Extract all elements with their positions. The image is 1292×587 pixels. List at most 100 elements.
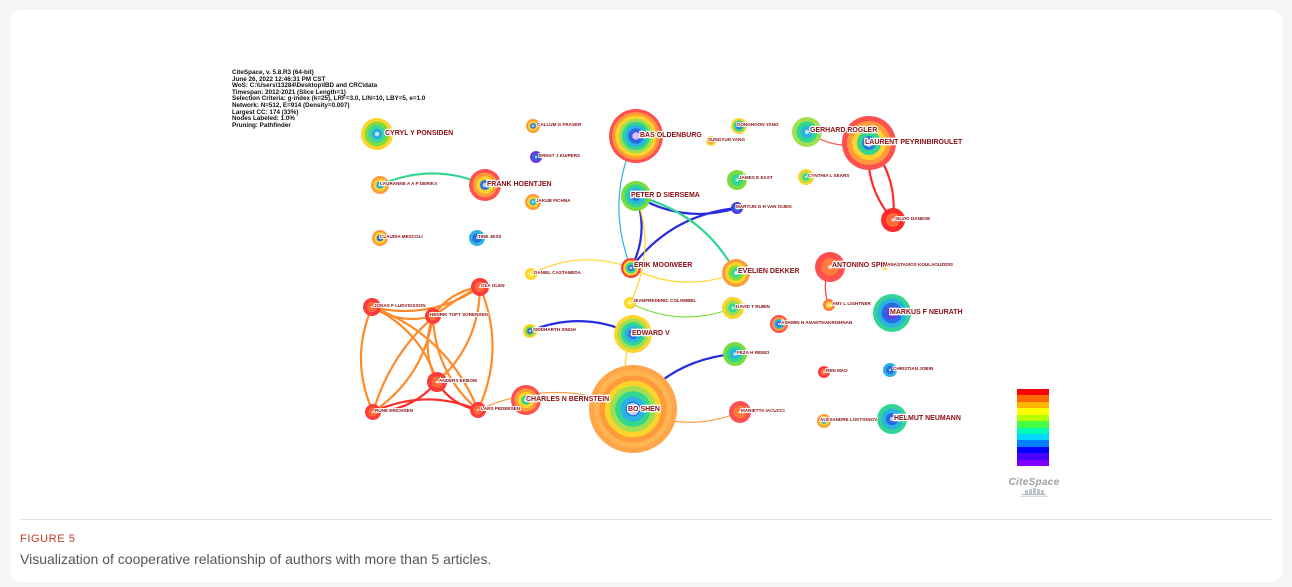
author-node[interactable] — [589, 365, 677, 453]
author-label: FEZA H REMZI — [737, 350, 769, 355]
coauthor-edge — [630, 206, 738, 269]
node-core — [734, 271, 738, 275]
author-node[interactable] — [792, 117, 822, 147]
node-core — [737, 124, 741, 128]
author-label: SUNGYUN YANG — [708, 137, 745, 142]
node-core — [531, 200, 535, 204]
coauthor-edge — [431, 315, 479, 411]
author-node[interactable] — [881, 208, 905, 232]
author-label: MARKUS F NEURATH — [890, 309, 963, 316]
author-node[interactable] — [723, 342, 747, 366]
author-node[interactable] — [609, 109, 663, 163]
caption-divider — [20, 519, 1272, 520]
author-node[interactable] — [817, 414, 831, 428]
meta-line: Selection Criteria: g-index (k=25), LRF=… — [232, 95, 426, 103]
coauthor-edge — [436, 286, 482, 383]
author-label: ERNST J KUIPERS — [539, 153, 580, 158]
author-label: AMY L LIGHTNER — [832, 301, 872, 306]
author-node[interactable] — [624, 297, 636, 309]
author-node[interactable] — [842, 116, 896, 170]
node-core — [476, 408, 480, 412]
author-node[interactable] — [614, 315, 652, 353]
meta-line: Nodes Labeled: 1.0% — [232, 115, 295, 123]
node-core — [371, 410, 375, 414]
node-core — [827, 303, 831, 307]
coauthor-edge — [371, 305, 480, 411]
author-node[interactable] — [511, 385, 541, 415]
author-node[interactable] — [770, 315, 788, 333]
author-label: EVELIEN DEKKER — [738, 268, 799, 275]
legend-swatch — [1017, 421, 1049, 428]
author-node[interactable] — [798, 169, 814, 185]
author-node[interactable] — [706, 136, 716, 146]
author-node[interactable] — [530, 151, 542, 163]
node-core — [883, 264, 887, 268]
figure-caption: Visualization of cooperative relationshi… — [20, 551, 492, 567]
author-label: LAURENT PEYRINBIROULET — [865, 139, 963, 146]
author-label: REN MAO — [826, 368, 848, 373]
coauthor-edge — [477, 286, 494, 411]
author-node[interactable] — [722, 297, 744, 319]
logo-building-icon — [1020, 488, 1048, 497]
meta-line: Timespan: 2012-2021 (Slice Length=1) — [232, 88, 346, 96]
node-core — [889, 310, 895, 316]
meta-line: WoS: C:\Users\13284\Desktop\IBD and CRC\… — [232, 82, 378, 90]
author-node[interactable] — [525, 268, 537, 280]
author-label: ANASTASIOS KOULAOUZIDIS — [887, 262, 953, 267]
author-node[interactable] — [526, 119, 540, 133]
author-node[interactable] — [525, 194, 541, 210]
author-node[interactable] — [873, 294, 911, 332]
author-node[interactable] — [729, 401, 751, 423]
author-node[interactable] — [371, 176, 389, 194]
author-node[interactable] — [722, 259, 750, 287]
author-node[interactable] — [469, 169, 501, 201]
author-node[interactable] — [470, 402, 486, 418]
figure-label: FIGURE 5 — [20, 533, 76, 545]
node-core — [827, 264, 833, 270]
author-node[interactable] — [361, 118, 393, 150]
author-node[interactable] — [823, 299, 835, 311]
author-node[interactable] — [818, 366, 830, 378]
author-node[interactable] — [621, 181, 651, 211]
author-label: ALEXANDRE LOKTIONOV — [820, 417, 878, 422]
coauthor-edge — [630, 267, 737, 283]
legend-swatch — [1017, 414, 1049, 422]
legend-swatch — [1017, 408, 1049, 415]
author-label: LAURANNE A A P DERIKX — [380, 181, 438, 186]
author-node[interactable] — [815, 252, 845, 282]
coauthor-edge — [530, 259, 632, 275]
author-node[interactable] — [731, 118, 747, 134]
author-node[interactable] — [881, 262, 889, 270]
legend-swatch — [1017, 446, 1049, 454]
author-node[interactable] — [363, 298, 381, 316]
author-label: JEANFREDERIC COLOMBEL — [633, 298, 696, 303]
logo-text: CiteSpace — [1008, 477, 1060, 488]
author-node[interactable] — [372, 230, 388, 246]
node-core — [822, 419, 826, 423]
author-node[interactable] — [621, 258, 641, 278]
author-node[interactable] — [425, 308, 441, 324]
author-node[interactable] — [727, 170, 747, 190]
author-node[interactable] — [731, 202, 743, 214]
meta-line: Network: N=512, E=914 (Density=0.007) — [232, 101, 350, 109]
author-node[interactable] — [365, 404, 381, 420]
legend-swatch — [1017, 440, 1049, 447]
node-core — [891, 218, 895, 222]
author-node[interactable] — [877, 404, 907, 434]
author-node[interactable] — [883, 363, 897, 377]
node-core — [630, 331, 636, 337]
node-core — [733, 352, 737, 356]
author-label: ASHWIN N ANANTHAKRISHNAN — [781, 320, 853, 325]
node-core — [633, 193, 639, 199]
author-label: MARTIJN G H VAN OIJEN — [736, 204, 792, 209]
node-core — [888, 368, 892, 372]
node-core — [523, 397, 529, 403]
author-label: FRANK HOENTJEN — [487, 181, 552, 188]
author-label: ANDERS EKBOM — [439, 378, 477, 383]
author-node[interactable] — [523, 324, 537, 338]
author-node[interactable] — [469, 230, 485, 246]
legend-swatch — [1017, 427, 1049, 434]
author-label: CLAUDIA MESCOLI — [380, 234, 423, 239]
author-node[interactable] — [427, 372, 447, 392]
author-node[interactable] — [471, 278, 489, 296]
